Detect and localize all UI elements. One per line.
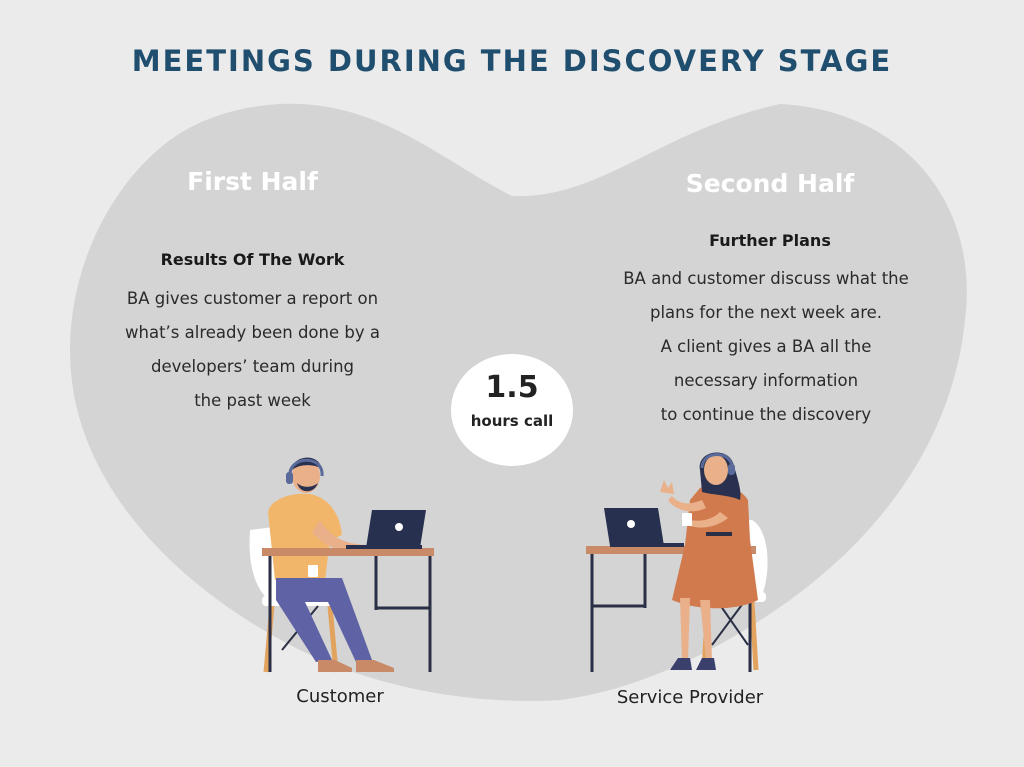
provider-headset-ear [728, 464, 735, 475]
provider-illustration [586, 452, 768, 672]
provider-headset [700, 453, 734, 469]
second-half-heading: Second Half [685, 169, 855, 198]
call-duration-number: 1.5 [485, 370, 539, 405]
second-half-line: BA and customer discuss what the [623, 269, 909, 288]
customer-illustration [249, 457, 434, 673]
customer-arm [312, 520, 370, 553]
first-half-line: developers’ team during [151, 357, 354, 376]
page-title: MEETINGS DURING THE DISCOVERY STAGE [131, 44, 893, 78]
customer-laptop-logo [395, 523, 403, 531]
provider-chair-leg [749, 601, 759, 671]
customer-shoe [318, 660, 352, 672]
customer-desk-top [262, 548, 434, 556]
provider-laptop-logo [627, 520, 635, 528]
provider-belt [706, 532, 732, 536]
service-provider-label: Service Provider [616, 687, 764, 708]
customer-cup [308, 565, 318, 577]
provider-hand [660, 480, 674, 494]
customer-head [292, 459, 320, 493]
customer-laptop-base [346, 545, 422, 549]
customer-headset [288, 458, 324, 477]
customer-shoe [356, 660, 394, 672]
call-duration-circle [451, 354, 573, 466]
provider-dress [672, 484, 758, 609]
customer-label: Customer [296, 686, 384, 707]
second-half-line: to continue the discovery [660, 405, 872, 424]
provider-legs [680, 598, 712, 660]
call-duration-label: hours call [470, 412, 554, 430]
first-half-line: the past week [194, 391, 311, 410]
provider-arm-cup [690, 512, 728, 528]
customer-torso [268, 493, 342, 580]
customer-beard [297, 483, 318, 492]
provider-cup [682, 513, 692, 526]
first-half-heading: First Half [187, 167, 318, 196]
second-half-line: plans for the next week are. [649, 303, 883, 322]
provider-shoe [696, 658, 716, 670]
second-half-subheading: Further Plans [709, 231, 831, 250]
provider-desk-top [586, 546, 756, 554]
second-half-line: necessary information [673, 371, 859, 390]
first-half-description: BA gives customer a report on what’s alr… [80, 282, 425, 418]
customer-pants [276, 578, 372, 662]
provider-chair-leg [717, 601, 749, 646]
customer-headset-ear [286, 472, 293, 484]
provider-chair-leg [711, 601, 745, 646]
provider-laptop-screen [604, 508, 664, 546]
provider-head [704, 455, 728, 485]
provider-laptop-base [610, 543, 684, 547]
first-half-line: what’s already been done by a [125, 323, 380, 342]
first-half-line: BA gives customer a report on [126, 289, 379, 308]
second-half-description: BA and customer discuss what the plans f… [586, 262, 946, 432]
provider-arm [668, 496, 706, 512]
second-half-line: A client gives a BA all the [660, 337, 872, 356]
provider-shoe [670, 658, 692, 670]
first-half-subheading: Results Of The Work [160, 250, 345, 269]
